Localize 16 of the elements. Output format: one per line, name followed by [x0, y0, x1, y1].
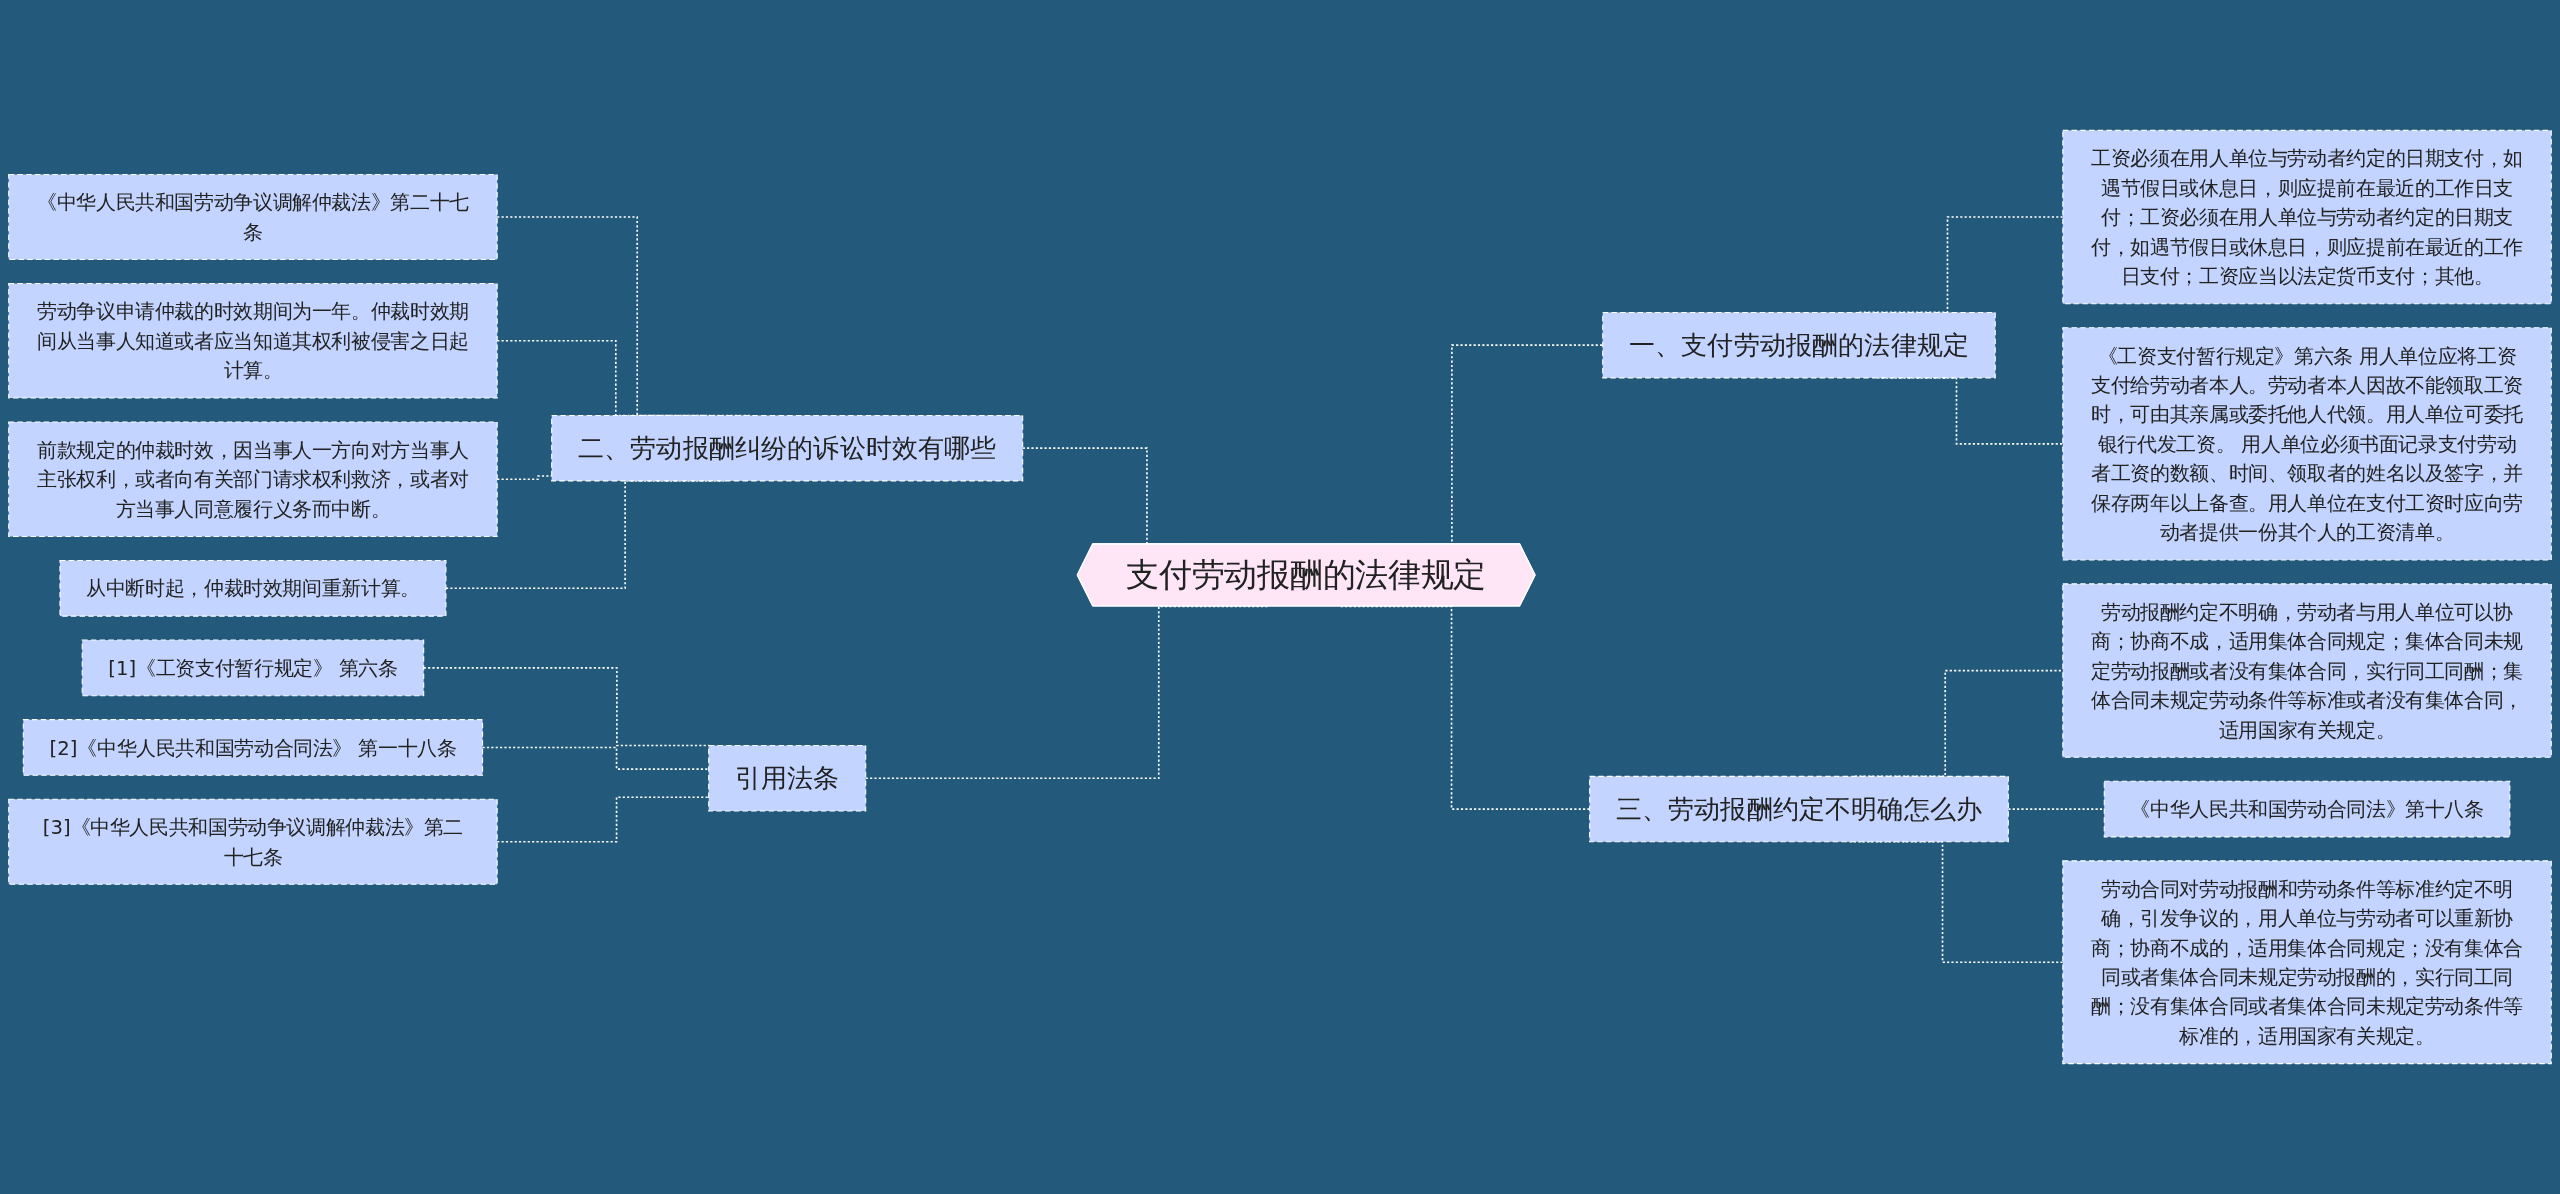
node-box: 《中华人民共和国劳动合同法》第十八条 [2103, 780, 2511, 838]
node-box: [2]《中华人民共和国劳动合同法》 第一十八条 [22, 719, 484, 776]
node-box: 劳动争议申请仲裁的时效期间为一年。仲裁时效期间从当事人知道或者应当知道其权利被侵害之日起计算。 [8, 283, 498, 399]
node-box: 《工资支付暂行规定》第六条 用人单位应将工资支付给劳动者本人。劳动者本人因故不能领取工资时，可由其亲属或委托他人代领。用人单位可委托银行代发工资。 用人单位必须书面记录支付劳动者工资的数额、时间、领取者的姓名以及签字，并保存两年以上备查。用人单位在支付工资时应向劳动者提供一份其个人的工资清单。 [2062, 327, 2552, 561]
node-box: 前款规定的仲裁时效，因当事人一方向对方当事人主张权利，或者向有关部门请求权利救济，或者对方当事人同意履行义务而中断。 [8, 421, 498, 538]
node-box: 工资必须在用人单位与劳动者约定的日期支付，如遇节假日或休息日，则应提前在最近的工作日支付；工资必须在用人单位与劳动者约定的日期支付，如遇节假日或休息日，则应提前在最近的工作日支付；工资应当以法定货币支付；其他。 [2062, 129, 2552, 305]
node-box: 劳动合同对劳动报酬和劳动条件等标准约定不明确，引发争议的，用人单位与劳动者可以重新协商；协商不成的，适用集体合同规定；没有集体合同或者集体合同未规定劳动报酬的，实行同工同酬；没有集体合同或者集体合同未规定劳动条件等标准的，适用国家有关规定。 [2062, 860, 2552, 1065]
node-box: 从中断时起，仲裁时效期间重新计算。 [59, 559, 447, 617]
node-box: 劳动报酬约定不明确，劳动者与用人单位可以协商；协商不成，适用集体合同规定；集体合同未规定劳动报酬或者没有集体合同，实行同工同酬；集体合同未规定劳动条件等标准或者没有集体合同，适用国家有关规定。 [2062, 583, 2552, 758]
node-box: 二、劳动报酬纠纷的诉讼时效有哪些 [551, 414, 1024, 482]
node-box: 三、劳动报酬约定不明确怎么办 [1589, 775, 2009, 843]
node-box: 引用法条 [708, 745, 867, 812]
node-box: 《中华人民共和国劳动争议调解仲裁法》第二十七条 [8, 173, 498, 261]
node-box: [1]《工资支付暂行规定》 第六条 [81, 639, 425, 697]
node-box: 一、支付劳动报酬的法律规定 [1602, 311, 1996, 379]
node-box: [3]《中华人民共和国劳动争议调解仲裁法》第二十七条 [8, 798, 498, 885]
